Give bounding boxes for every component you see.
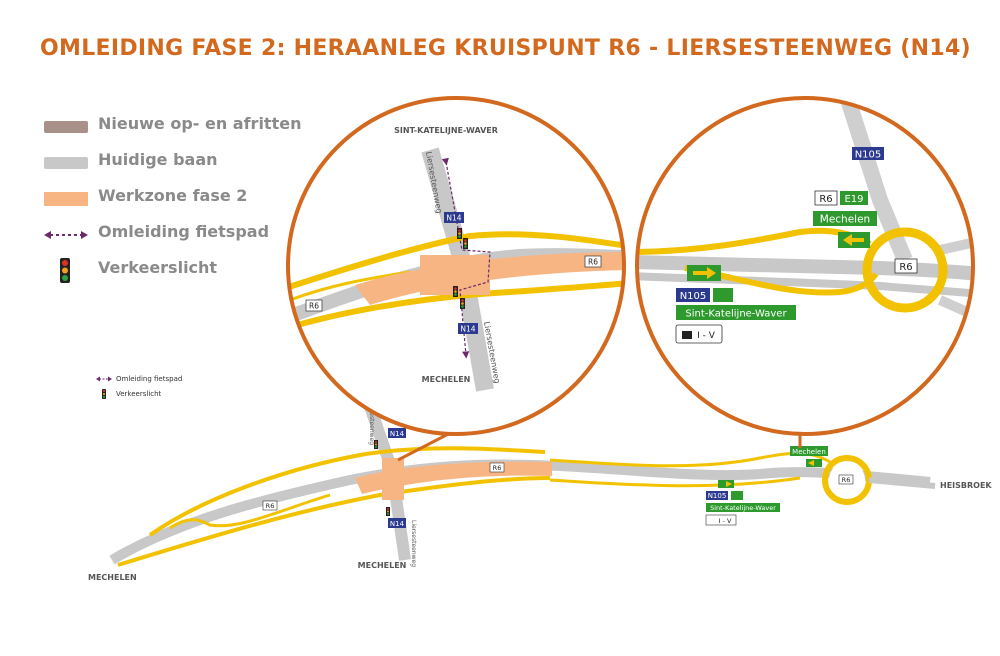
- place-label-sint-katelijne-waver: SINT-KATELIJNE-WAVER: [394, 126, 498, 135]
- r6-shield: R6: [584, 255, 602, 268]
- traffic-light-icon: [60, 258, 70, 283]
- zone-badge: [713, 288, 733, 302]
- mechelen-sign-text: Mechelen: [792, 448, 826, 456]
- n14-shield: N14: [388, 428, 406, 438]
- industrial-sign-text: I - V: [719, 517, 732, 525]
- n14-shield: N14: [444, 212, 464, 223]
- r6-shield-text: R6: [588, 258, 598, 267]
- n14-shield-text: N14: [446, 214, 461, 223]
- r6-shield: R6: [262, 500, 278, 511]
- mechelen-sign: Mechelen: [813, 211, 877, 226]
- e19-shield-text: E19: [844, 194, 863, 205]
- place-label-mechelen-west: MECHELEN: [88, 573, 137, 582]
- mechelen-sign-text: Mechelen: [820, 214, 870, 226]
- place-label-mechelen: MECHELEN: [422, 375, 471, 384]
- new-ramps-swatch: [44, 121, 88, 133]
- r6-yellow-east-2: [549, 476, 801, 488]
- legend-label: Huidige baan: [98, 150, 218, 169]
- street-label-liersesteenweg: Liersesteenweg: [410, 520, 417, 567]
- n14-shield: N14: [458, 323, 478, 334]
- r6-shield: R6: [814, 190, 838, 206]
- ramp-west: [169, 493, 331, 530]
- skw-sign-text: Sint-Katelijne-Waver: [685, 309, 787, 320]
- r6-shield-text: R6: [493, 464, 502, 472]
- n105-shield: N105: [676, 288, 710, 302]
- mini-legend-label: Verkeerslicht: [116, 390, 162, 398]
- traffic-light-icon: [374, 440, 378, 449]
- direction-arrow-icon: [806, 459, 822, 467]
- zoom-circle-left: N14 N14 R6 R6 SINT-KATELIJNE-WAVER MECHE…: [286, 96, 626, 436]
- r6-shield: R6: [489, 462, 505, 473]
- zone-badge: [731, 491, 743, 500]
- mechelen-sign: Mechelen: [790, 446, 828, 456]
- bike-detour-arrow-icon: [96, 376, 112, 382]
- n105-shield-text: N105: [680, 291, 707, 302]
- r6-yellow-south: [117, 476, 551, 567]
- n105-shield: N105: [852, 147, 884, 161]
- legend-label: Omleiding fietspad: [98, 222, 270, 241]
- place-label-mechelen-south: MECHELEN: [358, 561, 407, 570]
- r6-shield: R6: [305, 299, 323, 312]
- heisbroek-road: [868, 477, 936, 489]
- r6-shield-text: R6: [819, 194, 832, 205]
- legend-label: Nieuwe op- en afritten: [98, 114, 302, 133]
- n105-shield-text: N105: [855, 150, 882, 161]
- bike-detour-arrow-icon: [44, 231, 88, 239]
- direction-arrow-icon: [838, 232, 870, 248]
- sint-katelijne-waver-sign: Sint-Katelijne-Waver: [676, 305, 796, 320]
- e19-shield: E19: [840, 191, 868, 205]
- overview-map: N14 N14 R6 R6 R6 Mechelen: [88, 393, 992, 582]
- r6-shield-text: R6: [266, 502, 275, 510]
- r6-road-gray: [109, 459, 931, 565]
- work-zone-block: [382, 458, 404, 500]
- r6-shield: R6: [838, 474, 854, 485]
- industrial-sign: I - V: [675, 324, 723, 344]
- r6-shield: R6: [894, 258, 918, 274]
- traffic-light-icon: [453, 286, 458, 297]
- n105-shield-text: N105: [708, 492, 727, 500]
- direction-arrow-icon: [687, 265, 721, 281]
- zoom-circle-right: N105 R6 E19 Mechelen R6: [635, 96, 975, 436]
- direction-arrow-icon: [718, 480, 734, 488]
- work-zone-swatch: [44, 192, 88, 206]
- industrial-sign: I - V: [705, 514, 737, 526]
- place-label-heisbroek: HEISBROEK: [940, 481, 992, 490]
- street-label-liersesteenweg: Liersesteenweg: [368, 398, 375, 445]
- traffic-light-icon: [460, 298, 465, 309]
- mini-legend-label: Omleiding fietspad: [116, 375, 183, 383]
- n105-shield: N105: [706, 491, 728, 500]
- n14-shield-text: N14: [390, 520, 405, 528]
- industrial-sign-text: I - V: [697, 331, 716, 341]
- n14-shield-text: N14: [390, 430, 405, 438]
- page-title: OMLEIDING FASE 2: HERAANLEG KRUISPUNT R6…: [40, 36, 971, 61]
- sint-katelijne-waver-sign: Sint-Katelijne-Waver: [706, 503, 780, 512]
- n14-shield: N14: [388, 518, 406, 528]
- factory-icon: [682, 331, 692, 339]
- traffic-light-icon: [386, 507, 390, 516]
- legend-label: Werkzone fase 2: [98, 186, 248, 205]
- traffic-light-icon: [102, 389, 106, 399]
- skw-sign-text: Sint-Katelijne-Waver: [710, 504, 776, 512]
- r6-yellow-east: [549, 451, 831, 468]
- r6-shield-text: R6: [842, 476, 851, 484]
- current-road-swatch: [44, 157, 88, 169]
- n14-shield-text: N14: [460, 325, 475, 334]
- traffic-light-icon: [463, 238, 468, 249]
- r6-shield-text: R6: [899, 262, 912, 273]
- legend-label: Verkeerslicht: [98, 258, 218, 277]
- r6-yellow-north: [148, 446, 546, 537]
- traffic-light-icon: [457, 228, 462, 239]
- r6-shield-text: R6: [309, 302, 319, 311]
